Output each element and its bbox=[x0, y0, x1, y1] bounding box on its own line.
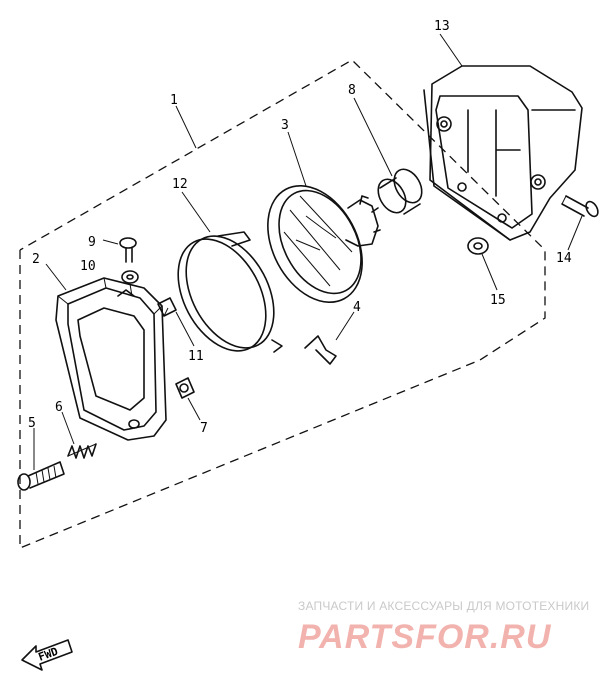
bulb-cap-part-8 bbox=[377, 168, 423, 215]
rim-ring-part-12 bbox=[177, 231, 283, 353]
assembly-boundary bbox=[19, 59, 546, 549]
callout-15: 15 bbox=[490, 293, 506, 308]
leader-1 bbox=[175, 105, 197, 149]
callout-1: 1 bbox=[170, 93, 178, 108]
callout-10: 10 bbox=[80, 259, 96, 274]
callout-6: 6 bbox=[55, 400, 63, 415]
leader-9 bbox=[102, 239, 119, 245]
callout-5: 5 bbox=[28, 416, 36, 431]
grommet-part-15 bbox=[467, 237, 489, 255]
front-bezel-part-2 bbox=[55, 277, 167, 441]
adjusting-screw-part-5 bbox=[17, 461, 65, 491]
callout-8: 8 bbox=[348, 83, 356, 98]
leader-12 bbox=[181, 191, 211, 233]
leader-10 bbox=[129, 283, 133, 297]
leader-8 bbox=[353, 97, 393, 177]
sealed-beam-part-3 bbox=[267, 185, 381, 303]
nut-part-7 bbox=[175, 377, 195, 399]
screw-part-14 bbox=[561, 195, 599, 218]
callout-2: 2 bbox=[32, 252, 40, 267]
callout-12: 12 bbox=[172, 177, 188, 192]
spring-part-6 bbox=[67, 443, 97, 459]
leader-7 bbox=[187, 397, 201, 421]
spring-clip-part-4 bbox=[304, 335, 337, 365]
callout-4: 4 bbox=[353, 300, 361, 315]
watermark-caption: ЗАПЧАСТИ И АКСЕССУАРЫ ДЛЯ МОТОТЕХНИКИ bbox=[298, 599, 589, 613]
callout-7: 7 bbox=[200, 421, 208, 436]
leader-14 bbox=[567, 215, 583, 251]
callout-11: 11 bbox=[188, 349, 204, 364]
leader-6 bbox=[61, 411, 75, 445]
callout-14: 14 bbox=[556, 251, 572, 266]
leader-4 bbox=[335, 311, 355, 341]
callout-3: 3 bbox=[281, 118, 289, 133]
leader-13 bbox=[439, 33, 463, 67]
washer-part-10 bbox=[121, 270, 139, 284]
leader-3 bbox=[287, 131, 307, 187]
callout-13: 13 bbox=[434, 19, 450, 34]
leader-11 bbox=[175, 311, 195, 347]
rear-housing-part-13 bbox=[423, 65, 583, 241]
leader-2 bbox=[45, 263, 67, 291]
screw-part-9 bbox=[119, 237, 137, 263]
forward-arrow-icon: FWD bbox=[21, 639, 73, 671]
leader-15 bbox=[481, 253, 498, 291]
callout-9: 9 bbox=[88, 235, 96, 250]
watermark-logo: PARTSFOR.RU bbox=[298, 618, 552, 656]
